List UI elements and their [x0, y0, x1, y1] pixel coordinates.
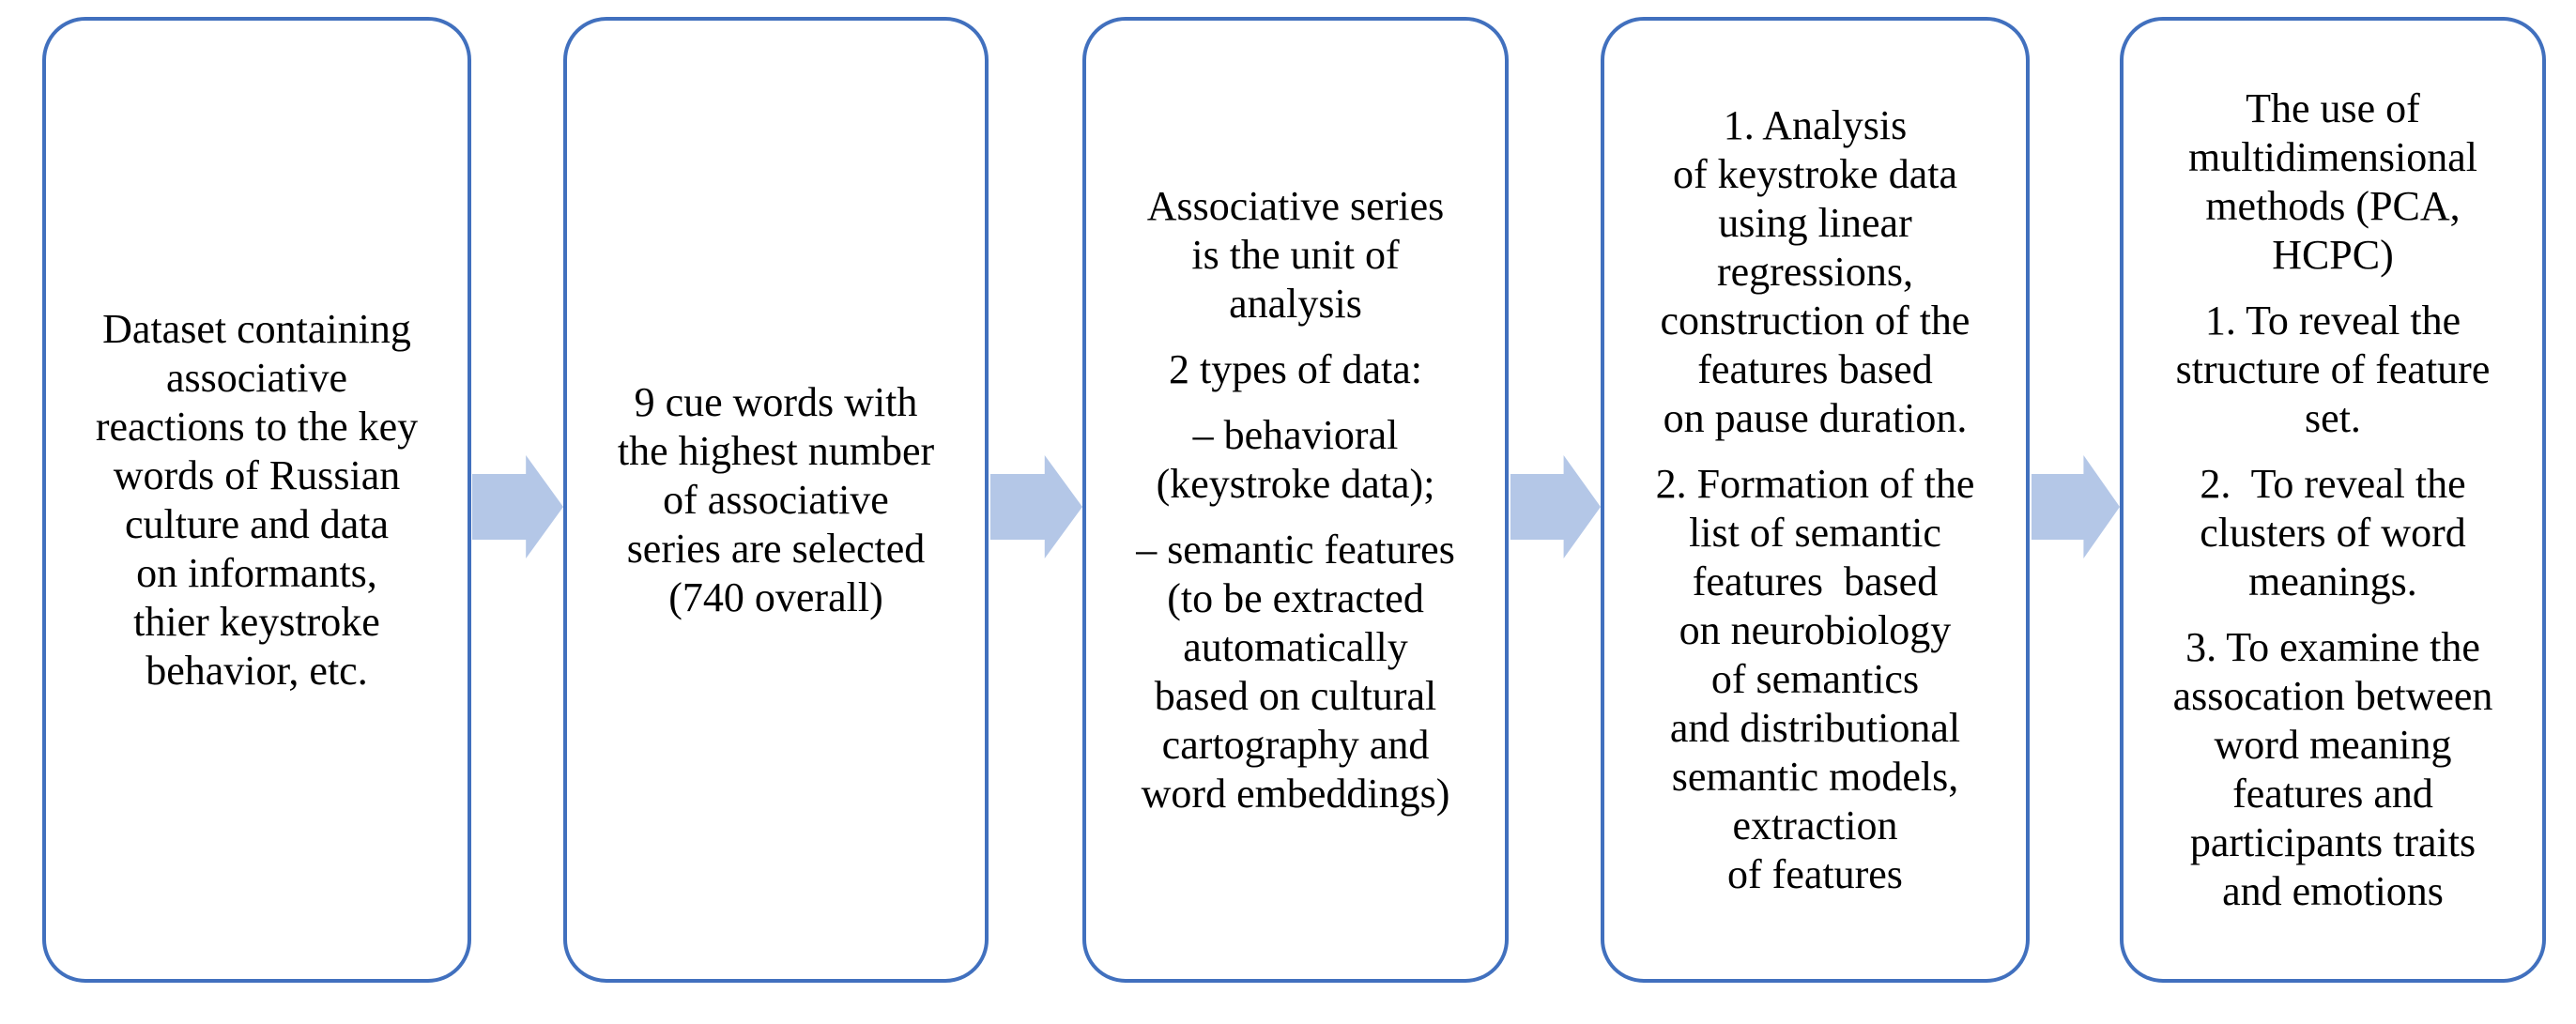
- box-text: – semantic features (to be extracted aut…: [1136, 526, 1455, 817]
- box-text: 3. To examine the assocation between wor…: [2172, 623, 2493, 914]
- box-text: Dataset containing associative reactions…: [95, 305, 419, 694]
- box-text: 2. To reveal the clusters of word meanin…: [2200, 460, 2466, 604]
- flow-box-multidimensional-methods: The use of multidimensional methods (PCA…: [2120, 17, 2546, 983]
- flow-box-unit-of-analysis: Associative series is the unit of analys…: [1082, 17, 1509, 983]
- box-text: 2 types of data:: [1168, 345, 1423, 392]
- right-arrow-icon: [990, 455, 1082, 558]
- box-text: 2. Formation of the list of semantic fea…: [1655, 460, 1975, 897]
- flow-box-analysis-steps: 1. Analysis of keystroke data using line…: [1601, 17, 2030, 983]
- right-arrow-icon: [2032, 455, 2120, 558]
- right-arrow-icon: [1510, 455, 1601, 558]
- box-text: 1. Analysis of keystroke data using line…: [1660, 101, 1970, 441]
- right-arrow-icon: [472, 455, 563, 558]
- box-text: The use of multidimensional methods (PCA…: [2188, 84, 2477, 278]
- flow-box-dataset: Dataset containing associative reactions…: [42, 17, 471, 983]
- box-text: 9 cue words with the highest number of a…: [617, 378, 935, 620]
- box-text: – behavioral (keystroke data);: [1156, 411, 1435, 507]
- box-text: 1. To reveal the structure of feature se…: [2175, 297, 2491, 441]
- flow-box-cue-words: 9 cue words with the highest number of a…: [563, 17, 989, 983]
- box-text: Associative series is the unit of analys…: [1146, 182, 1445, 327]
